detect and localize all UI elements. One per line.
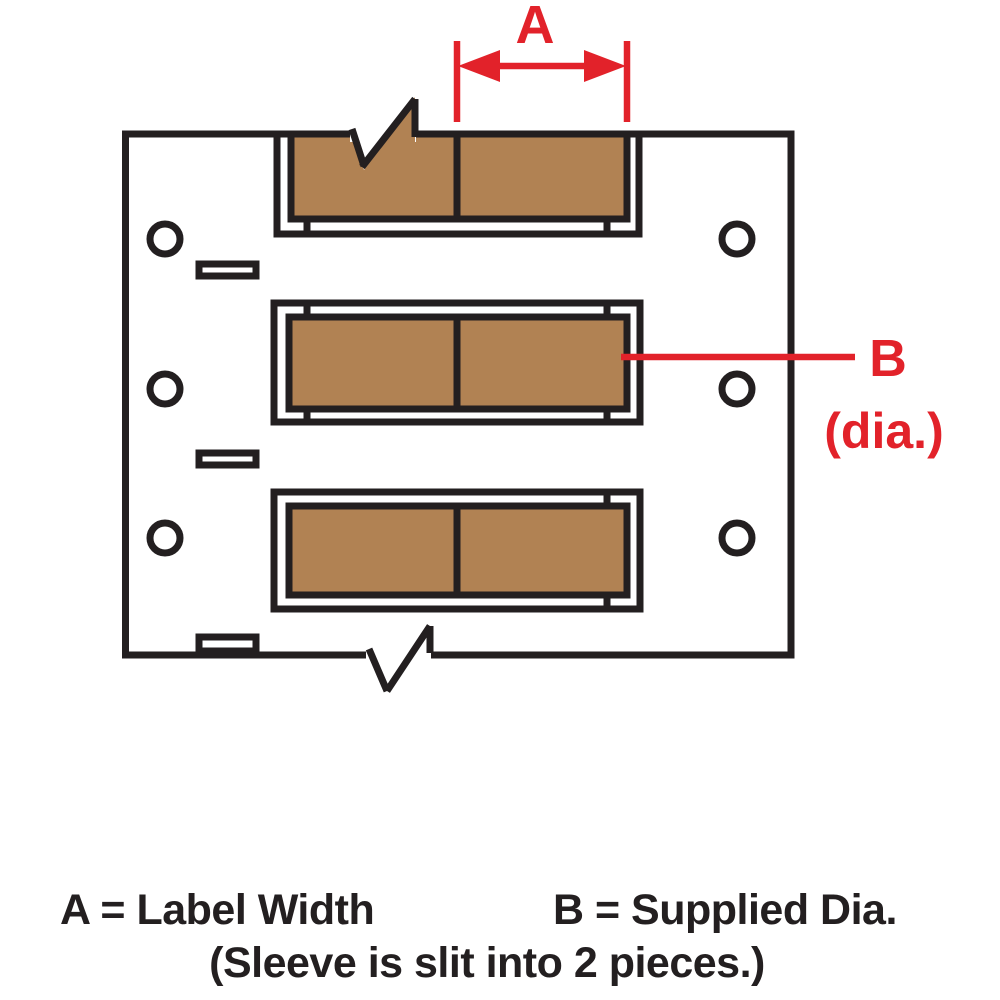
tear-mark-top <box>348 96 419 170</box>
liner-slot <box>195 260 260 280</box>
dim-b-label: B <box>869 330 907 388</box>
feed-hole <box>146 370 184 408</box>
dim-a-label: A <box>516 0 555 55</box>
liner-slot <box>195 449 260 469</box>
legend-note: (Sleeve is slit into 2 pieces.) <box>209 939 765 987</box>
tear-mark-bottom <box>365 624 434 693</box>
feed-hole <box>146 519 184 557</box>
legend-a: A = Label Width <box>60 886 374 934</box>
dim-b-sublabel: (dia.) <box>824 403 943 459</box>
feed-hole <box>718 519 756 557</box>
dim-a-arrowhead-right <box>584 50 626 82</box>
feed-hole <box>718 370 756 408</box>
feed-hole <box>146 220 184 258</box>
feed-hole <box>718 220 756 258</box>
liner-slot <box>195 633 260 655</box>
dim-a-arrowhead-left <box>458 50 500 82</box>
legend-b: B = Supplied Dia. <box>553 886 897 934</box>
